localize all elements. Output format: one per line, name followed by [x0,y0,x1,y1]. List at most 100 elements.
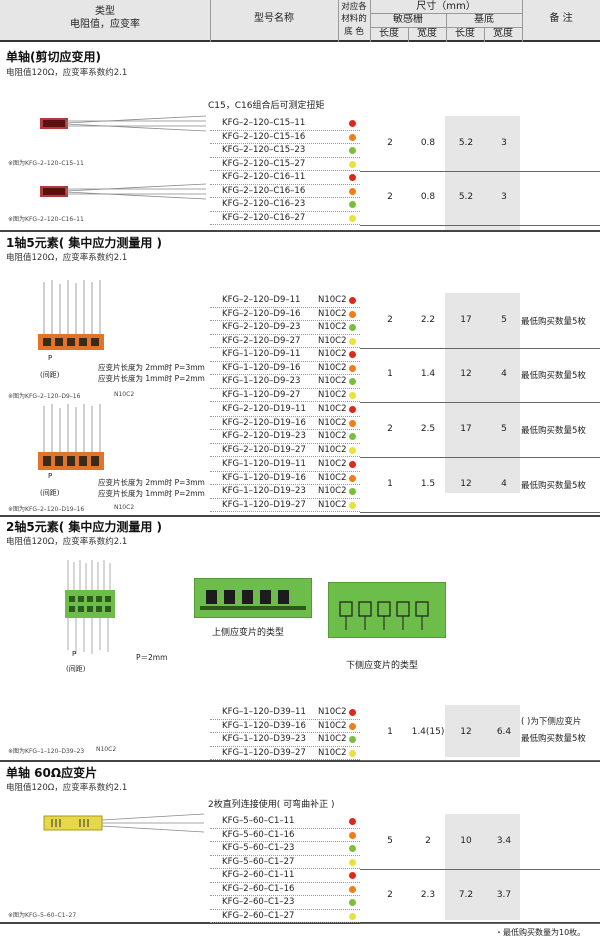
model-name: KFG–5–60–C1–16 [222,829,295,840]
section3-p-label: P [72,650,77,658]
dimension-value: 3.7 [496,890,512,900]
base-color-dot [349,899,356,906]
section2-caption-1: ※图为KFG–2–120–D9–16 [8,393,81,400]
section3-title: 2轴5元素( 集中应力测量用 ) [6,520,163,534]
base-color-dot [349,406,356,413]
model-name: KFG–2–120–C16–27 [222,212,306,223]
base-color-dot [349,858,356,866]
gauge-c16-image [40,183,207,200]
dimension-value: 1.4(15) [411,727,445,737]
section2-p-label-2: P [48,472,53,480]
base-color-dot [349,912,356,920]
mark-label: N10C2 [318,417,347,428]
table-header: 类型 电阻值，应变率 型号名称 对应各 材料的 底 色 尺寸（mm） 敏感栅 基… [0,0,600,42]
model-row: KFG–2–120–C16–27 [210,212,360,225]
dimension-value: 1 [387,727,393,737]
base-color-dot [349,885,356,893]
model-name: KFG–2–60–C1–27 [222,910,295,921]
dimension-value: 2 [387,315,393,325]
base-color-dot [349,364,356,372]
model-name: KFG–2–120–D9–27 [222,335,301,346]
dimension-value: 3.4 [496,836,512,846]
base-color-dot [349,722,356,730]
model-name: KFG–1–120–D19–16 [222,472,306,483]
model-row: KFG–2–120–C15–11 [210,117,360,131]
mark-label: N10C2 [318,459,347,469]
mark-label: N10C2 [318,308,347,319]
dimension-value: 1 [387,369,393,379]
base-color-dot [349,845,356,852]
model-name: KFG–1–120–D9–16 [222,362,301,373]
dimension-value: 6.4 [496,727,512,737]
header-base-3: 底 色 [344,27,364,37]
model-name: KFG–1–120–D19–27 [222,499,306,510]
model-row: KFG–2–60–C1–23 [210,896,360,910]
section3-note-1: ( )为下侧应变片 [521,717,582,727]
model-name: KFG–5–60–C1–11 [222,816,295,826]
dimension-value: 3 [501,138,507,148]
model-row: KFG–2–60–C1–11 [210,869,360,883]
base-color-dot [349,120,356,127]
model-row: KFG–2–120–C15–16 [210,131,360,144]
model-name: KFG–1–120–D9–23 [222,376,301,386]
model-name: KFG–5–60–C1–23 [222,843,295,853]
mark-label: N10C2 [318,747,347,758]
mark-label: N10C2 [318,486,347,496]
dimension-value: 7.2 [458,890,474,900]
base-color-dot [349,187,356,195]
section2-p-label-1: P [48,354,53,362]
section2-pitch-text-3: 应变片长度为 2mm时 P=3mm [98,478,205,487]
model-name: KFG–1–120–D9–11 [222,349,301,359]
base-color-dot [349,133,356,141]
model-row: KFG–2–120–C15–27 [210,158,360,171]
header-base-width: 宽度 [493,28,513,39]
model-name: KFG–2–120–D9–11 [222,295,301,305]
section2-pitch-label-2: (间距) [40,489,60,497]
section2-title: 1轴5元素( 集中应力测量用 ) [6,236,163,250]
section3-n10c2: N10C2 [96,746,117,753]
base-color-dot [349,378,356,385]
model-name: KFG–2–60–C1–23 [222,897,295,907]
base-color-dot [349,461,356,468]
section3-subtitle: 电阻值120Ω，应变率系数约2.1 [6,537,128,547]
base-color-dot [349,337,356,345]
model-name: KFG–2–120–C16–11 [222,172,306,182]
section1-combo-note: C15，C16组合后可测定扭矩 [208,101,325,111]
mark-label: N10C2 [318,322,347,332]
model-row: KFG–2–120–C16–11 [210,171,360,185]
base-color-dot [349,709,356,716]
model-name: KFG–2–120–C15–27 [222,158,306,169]
dimension-value: 2 [387,890,393,900]
model-row: KFG–2–120–D9–27 N10C2 [210,335,360,348]
model-name: KFG–1–120–D39–23 [222,734,306,744]
section2-subtitle: 电阻值120Ω，应变率系数约2.1 [6,253,128,263]
mark-label: N10C2 [318,335,347,346]
section4-series-note: 2枚直列连接使用( 可弯曲补正 ) [208,800,335,810]
section3-caption: ※图为KFG–1–120–D39–23 [8,748,85,755]
mark-label: N10C2 [318,389,347,400]
base-color-dot [349,351,356,358]
base-color-dot [349,324,356,331]
dimension-value: 2.2 [420,315,436,325]
header-type: 类型 [95,6,115,17]
model-name: KFG–2–120–C15–16 [222,131,306,142]
section1-subtitle: 电阻值120Ω，应变率系数约2.1 [6,68,128,78]
model-name: KFG–2–120–D9–16 [222,308,301,319]
dimension-value: 5.2 [458,192,474,202]
dimension-value: 5 [501,315,507,325]
model-row: KFG–2–120–C16–23 [210,198,360,212]
base-color-dot [349,160,356,168]
header-grid-width: 宽度 [417,28,437,39]
lower-gauge-diagram [328,582,446,638]
dimension-value: 12 [460,479,472,489]
section4-subtitle: 电阻值120Ω，应变率系数约2.1 [6,783,128,793]
min-purchase-note: 最低购买数量5枚 [521,426,586,436]
model-row: KFG–2–60–C1–27 [210,910,360,923]
model-name: KFG–2–120–D19–23 [222,431,306,441]
